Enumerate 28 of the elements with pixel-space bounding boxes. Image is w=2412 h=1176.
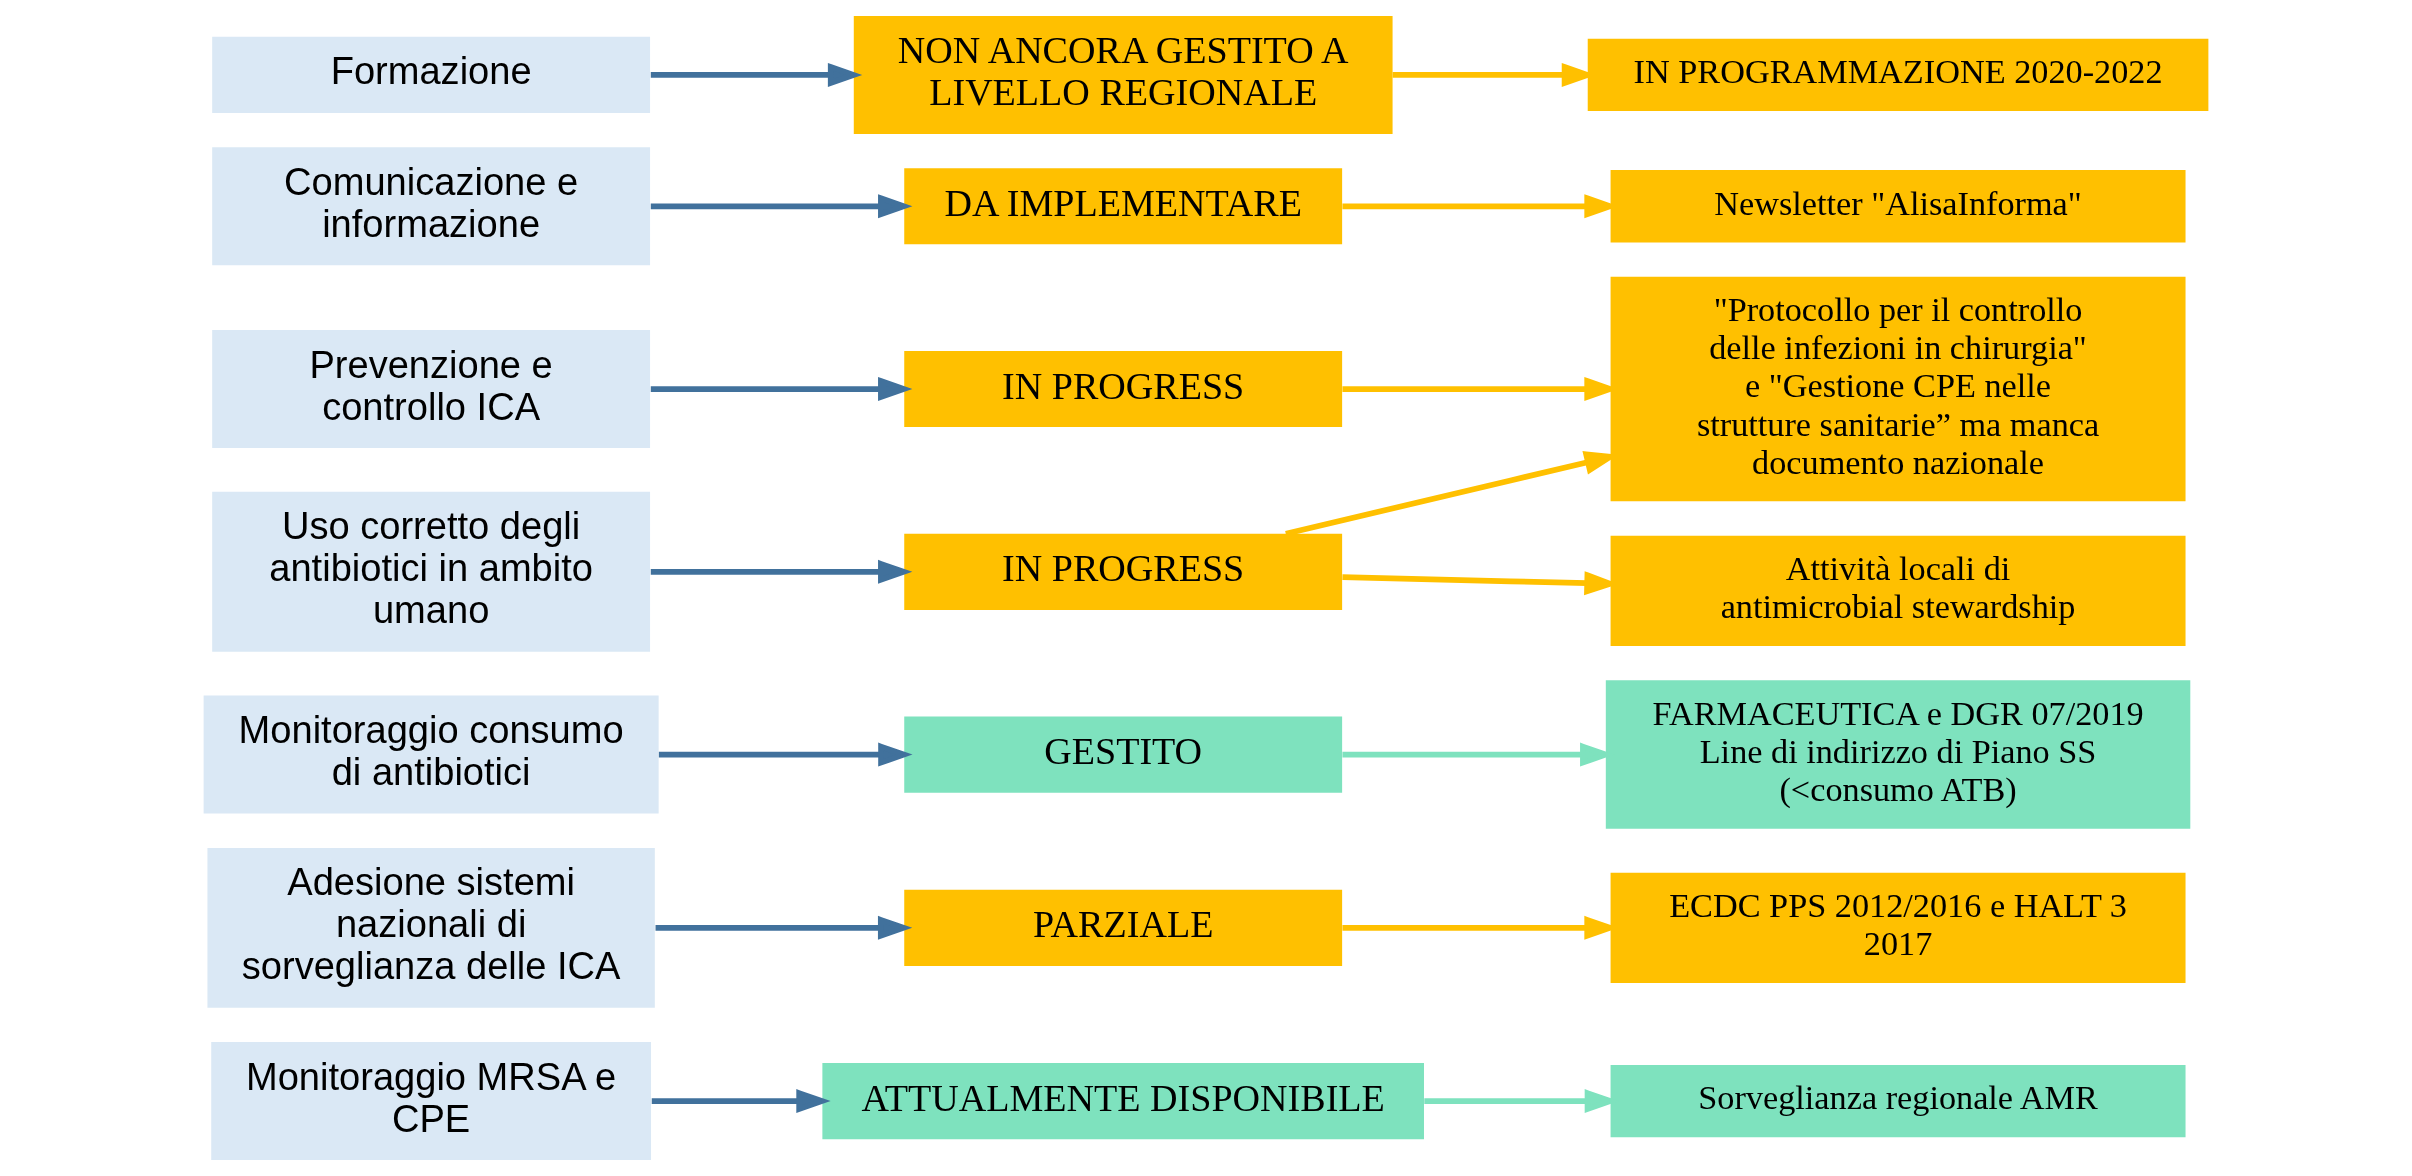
node-box: ECDC PPS 2012/2016 e HALT 3 2017: [1610, 872, 2186, 984]
node-box: DA IMPLEMENTARE: [904, 168, 1343, 245]
node-box: IN PROGRAMMAZIONE 2020-2022: [1587, 38, 2209, 112]
node-box: FARMACEUTICA e DGR 07/2019 Line di indirizzo di Piano SS (<consumo ATB): [1605, 680, 2191, 829]
node-box: Newsletter "AlisaInforma": [1610, 170, 2186, 243]
node-box: Formazione: [212, 36, 651, 113]
node-box: IN PROGRESS: [904, 350, 1343, 428]
node-box: Adesione sistemi nazionali di sorveglianza delle ICA: [207, 847, 655, 1008]
node-box: GESTITO: [904, 716, 1343, 793]
node-box: Sorveglianza regionale AMR: [1610, 1064, 2186, 1138]
node-box: "Protocollo per il controllo delle infezioni in chirurgia" e "Gestione CPE nelle strutture sanitarie” ma manca documento nazionale: [1610, 276, 2186, 502]
arrow: [651, 1089, 831, 1114]
node-box: IN PROGRESS: [904, 533, 1343, 610]
arrow: [650, 377, 913, 402]
arrow: [650, 559, 913, 584]
arrow: [650, 194, 913, 219]
node-box: Monitoraggio MRSA e CPE: [211, 1042, 651, 1161]
node-box: Attività locali di antimicrobial stewardship: [1610, 535, 2186, 647]
arrow: [658, 742, 913, 767]
arrow: [655, 915, 913, 940]
node-box: Uso corretto degli antibiotici in ambito umano: [212, 491, 651, 652]
arrow: [650, 62, 863, 87]
node-box: Prevenzione e controllo ICA: [212, 330, 651, 449]
node-box: PARZIALE: [904, 889, 1343, 966]
node-box: Monitoraggio consumo di antibiotici: [203, 695, 659, 814]
node-box: NON ANCORA GESTITO A LIVELLO REGIONALE: [853, 15, 1393, 134]
node-box: Comunicazione e informazione: [212, 147, 651, 266]
node-box: ATTUALMENTE DISPONIBILE: [822, 1063, 1424, 1140]
